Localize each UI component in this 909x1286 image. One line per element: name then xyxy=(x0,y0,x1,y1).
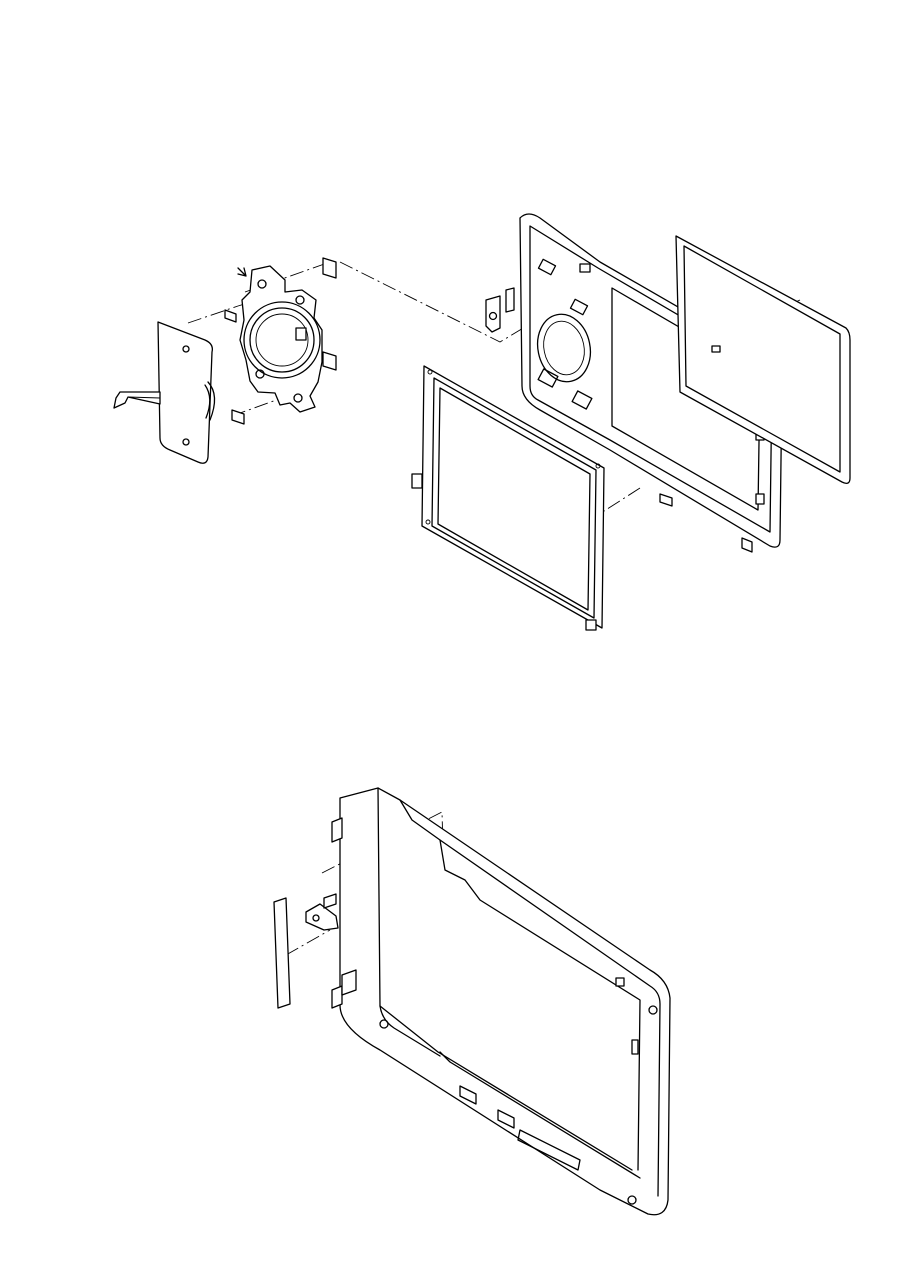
front-frame xyxy=(519,213,783,553)
upper-assembly xyxy=(113,213,851,631)
shield-tabs xyxy=(224,257,337,425)
lower-assembly xyxy=(273,787,671,1216)
tab-bracket xyxy=(323,893,357,996)
bracket-screw xyxy=(485,287,515,333)
pointer-arrow-icon xyxy=(237,267,247,277)
lcd-frame xyxy=(411,365,605,631)
flex-board xyxy=(113,321,216,464)
strip xyxy=(273,897,291,1009)
lcd-glass xyxy=(675,235,851,484)
lens-plate xyxy=(237,265,323,413)
clip xyxy=(305,903,339,931)
housing-case xyxy=(331,787,671,1216)
